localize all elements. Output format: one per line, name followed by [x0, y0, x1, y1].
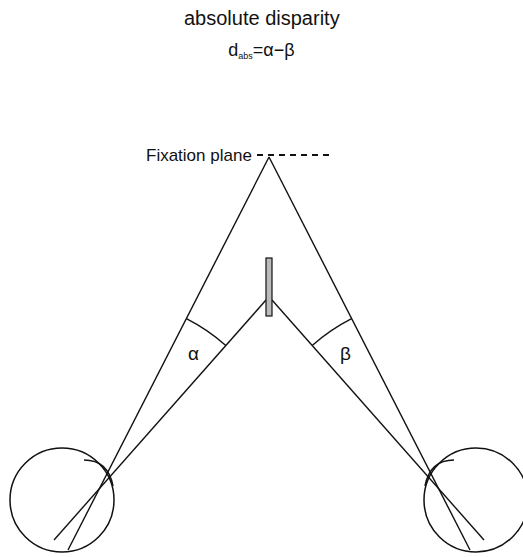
- sight-lines: [54, 157, 484, 550]
- eye: [424, 448, 523, 552]
- plane-label: Fixation plane: [146, 147, 252, 164]
- title: absolute disparity: [184, 8, 340, 28]
- formula-rest: =α−β: [253, 40, 295, 60]
- formula-symbol: d: [228, 40, 238, 60]
- angle-label: β: [340, 344, 351, 363]
- angle-label: α: [188, 344, 199, 363]
- formula-subscript: abs: [238, 51, 253, 61]
- formula: dabs=α−β: [0, 40, 523, 61]
- cornea: [84, 460, 113, 486]
- target-bar: [266, 258, 272, 316]
- angle-arc: [312, 319, 351, 346]
- angle-arc: [186, 319, 225, 346]
- cornea: [425, 460, 454, 486]
- fixation-plane-line: [257, 154, 330, 156]
- eye: [10, 448, 114, 552]
